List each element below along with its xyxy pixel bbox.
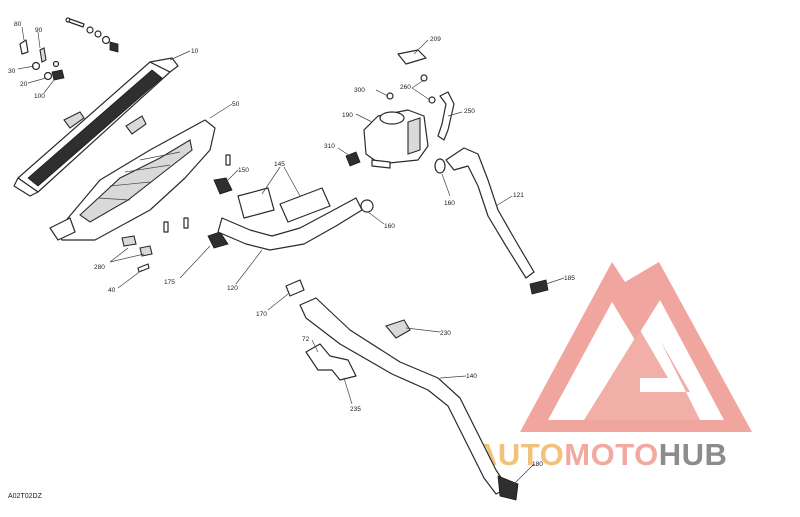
watermark-logo-inner [584,330,700,420]
callout-labels: 80 90 30 20 100 10 50 150 145 280 40 175… [8,21,575,468]
callout-10: 10 [191,48,199,55]
callout-180: 180 [532,461,543,468]
hose-140 [299,297,519,501]
callout-175: 175 [164,279,175,286]
hose-121 [434,147,549,295]
callout-230: 230 [440,330,451,337]
fastener-group-top-left [19,17,119,81]
hose-120 [217,197,374,251]
watermark-logo [520,262,752,432]
callout-280: 280 [94,264,105,271]
callout-72: 72 [302,336,310,343]
drawing-code: A02T02DZ [8,493,43,500]
callout-190: 190 [342,112,353,119]
callout-250: 250 [464,108,475,115]
callout-170: 170 [256,311,267,318]
callout-90: 90 [35,27,43,34]
callout-140: 140 [466,373,477,380]
callout-120: 120 [227,285,238,292]
callout-40: 40 [108,287,116,294]
callout-50: 50 [232,101,240,108]
watermark-text: AUTOMOTOHUB [475,437,727,472]
hose-145-pair [237,187,331,223]
fan-shroud [49,119,216,241]
watermark-moto: MOTO [564,437,658,472]
callout-30: 30 [8,68,16,75]
callout-235: 235 [350,406,361,413]
expansion-tank [345,49,436,169]
radiator [13,57,179,197]
leader-lines [17,26,565,485]
watermark-hub: HUB [659,437,728,472]
callout-80: 80 [14,21,22,28]
callout-145: 145 [274,161,285,168]
callout-121: 121 [513,192,524,199]
callout-260: 260 [400,84,411,91]
lower-brackets [285,279,411,381]
callout-160-right: 160 [384,223,395,230]
callout-185: 185 [564,275,575,282]
callout-100: 100 [34,93,45,100]
callout-150: 150 [238,167,249,174]
hose-250 [437,91,455,141]
small-parts-left [121,154,233,273]
callout-310: 310 [324,143,335,150]
svg-text:AUTOMOTOHUB: AUTOMOTOHUB [475,437,727,472]
callout-160-tank: 160 [444,200,455,207]
watermark-logo-mark [520,262,752,432]
callout-209: 209 [430,36,441,43]
callout-20: 20 [20,81,28,88]
callout-300: 300 [354,87,365,94]
